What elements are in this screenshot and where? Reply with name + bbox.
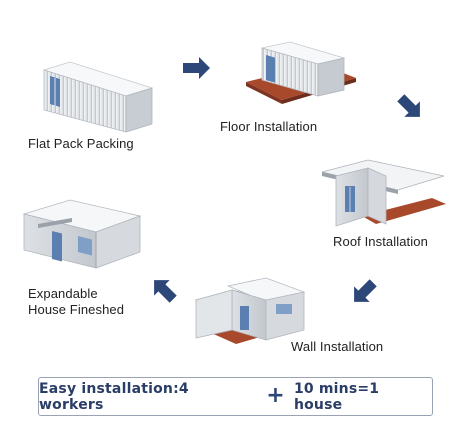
step-label-roof: Roof Installation [333,234,428,249]
plus-icon: + [266,382,285,408]
step-label-flat-pack: Flat Pack Packing [28,136,134,151]
step-label-finished-line2: House Fineshed [28,302,125,317]
wall-installation-image [194,277,306,344]
step-label-finished-line1: Expandable [28,286,98,301]
banner-text-workers: Easy installation:4 workers [39,380,189,413]
step-label-floor: Floor Installation [220,119,318,134]
roof-installation-image [321,159,446,227]
flow-arrows [154,57,420,303]
banner-text-time: 10 mins=1 house [293,380,380,413]
flat-pack-container-image [42,61,154,133]
arrow-up-left-icon [154,280,177,303]
expandable-house-image [22,199,142,269]
arrow-down-left-icon [354,279,377,302]
step-label-wall: Wall Installation [291,339,384,354]
arrow-down-right-icon [397,94,420,117]
arrow-right-icon [183,57,210,79]
summary-banner: Easy installation:4 workers + 10 mins=1 … [38,377,433,416]
floor-installation-image [246,41,356,104]
